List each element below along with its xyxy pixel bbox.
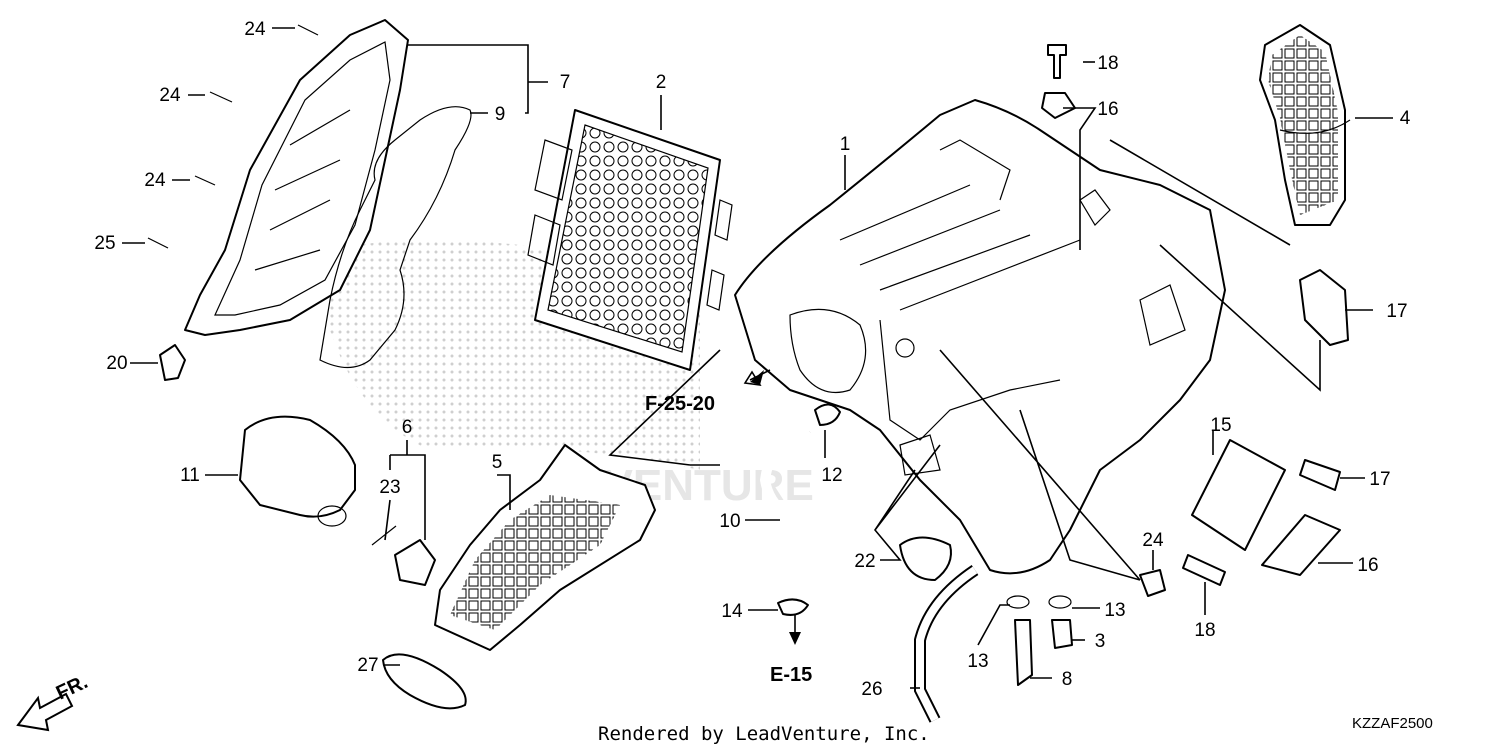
part-6-clamp: [394, 539, 436, 586]
callout-25: 26: [861, 679, 882, 700]
part-12-clip: [814, 403, 841, 426]
part-4-intake-duct: [1259, 24, 1351, 226]
part-7-cleaner-cover: [184, 19, 409, 336]
front-direction-indicator: FR.: [16, 671, 91, 732]
rendered-by-credit: Rendered by LeadVenture, Inc.: [598, 723, 930, 745]
callout-4: 4: [1400, 108, 1411, 129]
part-5-connecting-tube: [434, 444, 656, 651]
callout-17: 17: [1369, 469, 1390, 490]
callout-19: 16: [1097, 99, 1118, 120]
resonator-outlet: [317, 505, 347, 527]
callout-17: 18: [1194, 620, 1215, 641]
part-20-clip: [159, 344, 186, 381]
callout-27: 24: [1142, 530, 1164, 551]
callout-2: 2: [656, 72, 667, 93]
part-25-drain-tube-inner: [916, 566, 978, 722]
part-24-screw-c: [194, 175, 216, 186]
part-27-bolt: [1139, 569, 1166, 597]
reference-e-15: E-15: [770, 664, 812, 686]
arrow-f2520: [750, 370, 764, 385]
callout-5: 5: [492, 452, 503, 473]
callout-24: 24: [144, 170, 166, 191]
callout-24: 24: [244, 19, 266, 40]
part-24-screw-b: [209, 91, 233, 103]
callout-6: 6: [402, 417, 413, 438]
callout-10: 10: [719, 511, 740, 532]
part-9-gasket: [319, 106, 472, 369]
callouts: 24 24 24 25 7 9 2 1 18 16 4 17 20 11 6 2…: [94, 19, 1410, 700]
callout-9: 9: [495, 104, 506, 125]
callout-16: 16: [1357, 555, 1378, 576]
part-18-bracket: [1299, 269, 1349, 346]
part-26-band: [382, 653, 467, 710]
callout-20: 20: [106, 353, 127, 374]
part-23-screw: [371, 525, 397, 546]
part-24-screw-d: [147, 237, 169, 249]
callout-11: 11: [180, 465, 200, 486]
callout-15: 15: [1210, 415, 1231, 436]
callout-24: 24: [159, 85, 181, 106]
part-13-clip-b: [1048, 595, 1072, 609]
part-2-air-filter: [527, 109, 733, 371]
part-13-clip-a: [1006, 595, 1030, 609]
part-24-screw-a: [297, 24, 319, 36]
callout-21: 18: [1097, 53, 1118, 74]
part-19-nut: [1041, 92, 1076, 119]
part-17-pad-b: [1182, 554, 1226, 586]
callout-7: 7: [560, 72, 571, 93]
callout-13: 13: [967, 651, 988, 672]
part-17-pad-a: [1299, 459, 1341, 491]
part-10-hose-inner: [759, 427, 812, 580]
small-parts: [147, 24, 1166, 686]
callout-13: 13: [1104, 600, 1125, 621]
part-8-tube: [1014, 619, 1033, 686]
callout-1: 1: [840, 134, 851, 155]
part-22-clamp: [899, 536, 952, 581]
part-11-resonator: [239, 415, 356, 518]
callout-24: 25: [94, 233, 115, 254]
reference-f-25-20: F-25-20: [645, 393, 715, 415]
callout-8: 8: [1062, 669, 1073, 690]
callout-23: 23: [379, 477, 400, 498]
leader-lines: [122, 27, 1393, 689]
callout-3: 3: [1095, 631, 1106, 652]
part-14-clip: [777, 598, 809, 616]
callout-14: 14: [721, 601, 743, 622]
callout-18: 17: [1386, 301, 1407, 322]
diagram-code: KZZAF2500: [1352, 715, 1433, 732]
callout-26: 27: [357, 655, 378, 676]
part-16-pad: [1261, 514, 1341, 576]
part-21-bolt: [1047, 44, 1067, 79]
callout-22: 22: [854, 551, 875, 572]
part-3-plug: [1051, 619, 1073, 649]
callout-12: 12: [821, 465, 842, 486]
part-15-pad: [1191, 439, 1286, 551]
arrow-e15: [789, 632, 801, 645]
part-1-air-cleaner-case: [734, 99, 1226, 575]
